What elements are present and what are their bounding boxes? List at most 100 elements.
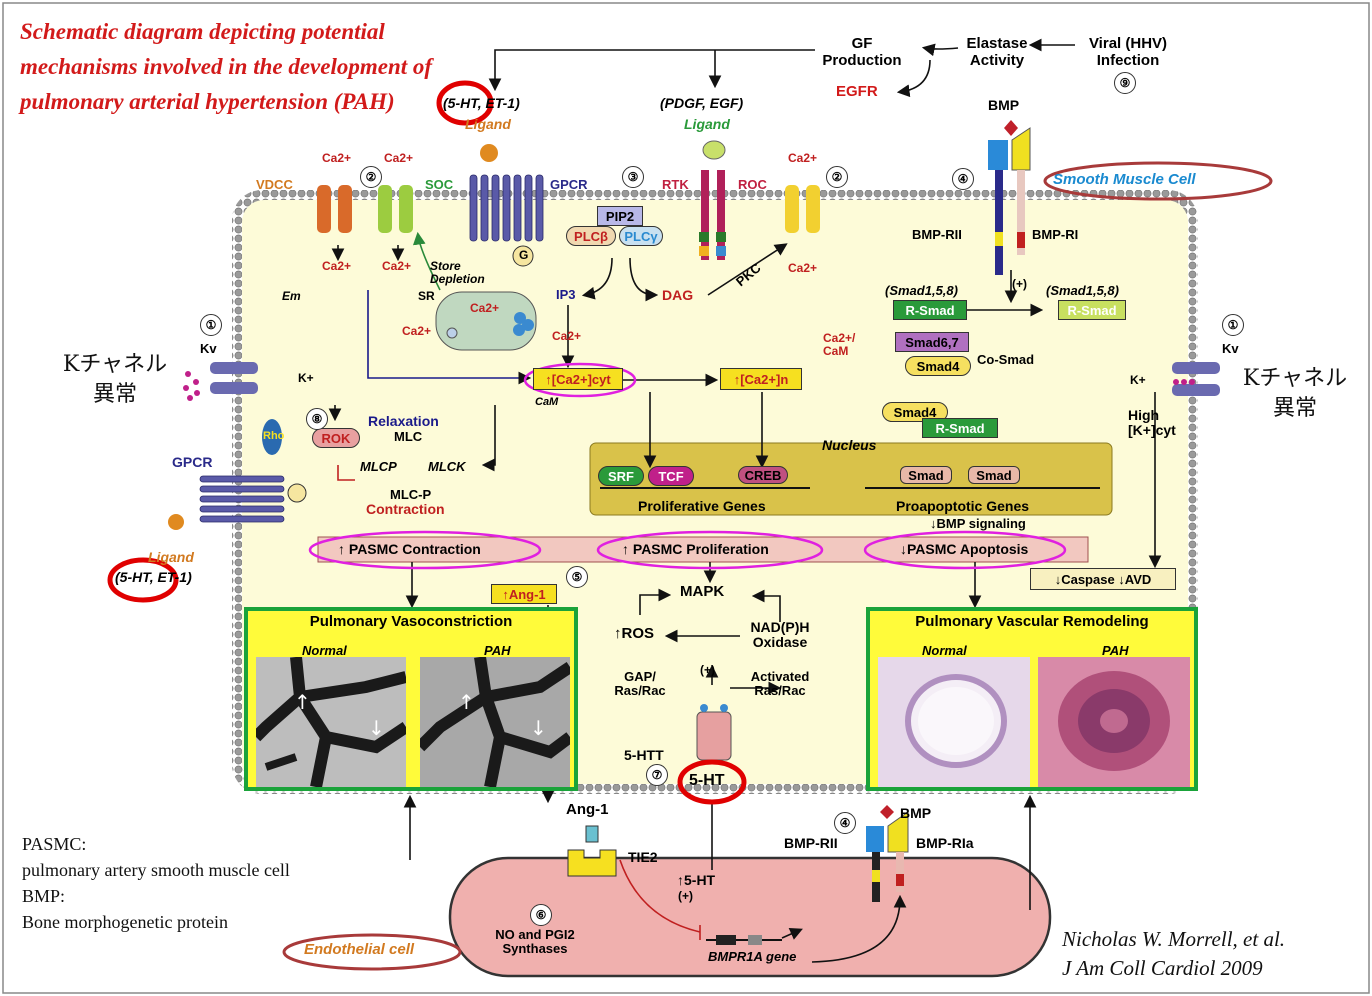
k-right-label: K+ [1130,373,1146,387]
activated-ras-label: Activated Ras/Rac [750,669,810,699]
marker-1-right: ① [1222,314,1244,336]
remodel-pah-label: PAH [1102,643,1129,658]
svg-text:↓: ↓ [530,716,547,740]
soc-label: SOC [425,177,454,192]
plcb-box: PLCβ [566,226,616,246]
histology-normal-image [878,657,1030,787]
svg-text:↓: ↓ [368,716,385,740]
pasmc-apoptosis-label: ↓PASMC Apoptosis [900,541,1029,557]
sr-label: SR [418,289,435,303]
marker-2-right: ② [826,166,848,188]
pasmc-contraction-label: ↑ PASMC Contraction [338,541,481,557]
5ht-endothelial-label: ↑5-HT [677,872,716,888]
bmpr1a-gene-label: BMPR1A gene [708,949,797,964]
ligand-left-word: Ligand [148,549,194,565]
rsmad-right-box: R-Smad [1058,300,1126,320]
bmp-top-label: BMP [988,97,1020,113]
vasoconstriction-panel: Pulmonary Vasoconstriction Normal PAH ↑ … [244,607,578,791]
bmp-signaling-label: ↓BMP signaling [930,516,1026,531]
dag-label: DAG [662,287,694,303]
creb-box: CREB [738,466,788,484]
marker-3: ③ [622,166,644,188]
bmp-endothelial-label: BMP [900,805,932,821]
k-channel-abnormality-left: Kチャネル 異常 [40,350,190,410]
ca-soc-top: Ca2+ [384,151,414,165]
angiogram-normal-image: ↑ ↓ [256,657,406,787]
k-channel-abnormality-right: Kチャネル 異常 [1220,364,1370,424]
rtk-label: RTK [662,177,689,192]
nucleus [589,442,1113,516]
smooth-muscle-cell-label: Smooth Muscle Cell [1053,171,1196,188]
smad67-box: Smad6,7 [895,332,969,352]
egfr-label: EGFR [836,83,878,100]
ca-released-label: Ca2+ [552,329,582,343]
bmp-rii-label: BMP-RII [912,227,962,242]
viral-infection-label: Viral (HHV) Infection [1088,35,1168,69]
ca-cam-label: Ca2+/ CaM [823,331,856,359]
marker-7: ⑦ [646,764,668,786]
citation: Nicholas W. Morrell, et al. J Am Coll Ca… [1062,925,1285,983]
pasmc-proliferation-label: ↑ PASMC Proliferation [622,541,769,557]
note-pasmc-abbr: PASMC: [22,834,87,854]
note-bmp-full: Bone morphogenetic protein [22,912,228,932]
ca-sr-label: Ca2+ [470,301,500,315]
bmp-ri-label: BMP-RI [1032,227,1079,242]
vaso-normal-label: Normal [302,643,347,658]
citation-journal: J Am Coll Cardiol 2009 [1062,956,1263,980]
note-pasmc: PASMC: pulmonary artery smooth muscle ce… [22,831,290,935]
marker-5: ⑤ [566,566,588,588]
bmp-ria-label: BMP-RIa [916,835,974,851]
roc-label: ROC [738,177,767,192]
ang1-endothelial-label: Ang-1 [566,801,609,818]
ligand-word-label: Ligand [465,116,511,132]
mlc-p-label: MLC-P [390,487,432,502]
vdcc-label: VDCC [256,177,293,192]
jp-line2: 異常 [1272,396,1317,421]
plus-label-ras: (+) [700,663,715,677]
marker-8: ⑧ [306,408,328,430]
ligand-5ht-label: (5-HT, ET-1) [443,95,520,111]
ligand-left-5ht: (5-HT, ET-1) [115,569,192,585]
rok-box: ROK [312,428,360,448]
proapoptotic-genes-label: Proapoptotic Genes [896,498,1030,514]
tcf-box: TCF [648,466,694,486]
nadph-oxidase-label: NAD(P)H Oxidase [750,619,810,651]
marker-4-top: ④ [952,168,974,190]
ca-nuclear-box: ↑[Ca2+]n [720,368,802,390]
ca-vdcc-top: Ca2+ [322,151,352,165]
note-pasmc-full: pulmonary artery smooth muscle cell [22,860,290,880]
contraction-label: Contraction [366,501,445,517]
remodeling-panel: Pulmonary Vascular Remodeling Normal PAH [866,607,1198,791]
gf-production-label: GF Production [822,35,902,69]
rho-label: Rho [263,430,285,442]
cam-label: CaM [535,396,559,408]
ca-roc-top: Ca2+ [788,151,818,165]
pasmc-outcome-bar [317,536,1089,563]
kv-right-label: Kv [1222,341,1239,356]
elastase-label: Elastase Activity [966,35,1028,69]
no-pgi-label: NO and PGI2 Synthases [495,927,575,957]
g-protein-label: G [519,248,529,262]
ang1-cell-box: ↑Ang-1 [491,584,557,604]
nucleus-label: Nucleus [822,437,877,453]
marker-1-left: ① [200,314,222,336]
mlck-label: MLCK [428,459,466,474]
store-depletion-label: Store Depletion [430,259,485,287]
ip3-label: IP3 [556,287,576,302]
endothelial-cell-label: Endothelial cell [304,941,415,958]
kv-left-label: Kv [200,341,217,356]
smad158-left-label: (Smad1,5,8) [885,283,958,298]
plus-endothelial-label: (+) [678,889,693,903]
relaxation-label: Relaxation [368,413,439,429]
em-label: Em [282,289,301,303]
jp-line1: Kチャネル [1242,366,1348,391]
5ht-transporter-label: 5-HT [689,772,725,789]
angiogram-pah-image: ↑ ↓ [420,657,570,787]
smad-box-1: Smad [900,466,952,484]
smad4-box: Smad4 [905,356,971,376]
gpcr-top-label: GPCR [550,177,588,192]
histology-pah-image [1038,657,1190,787]
marker-2-left: ② [360,166,382,188]
marker-4-bottom: ④ [834,812,856,834]
5htt-label: 5-HTT [624,747,664,763]
